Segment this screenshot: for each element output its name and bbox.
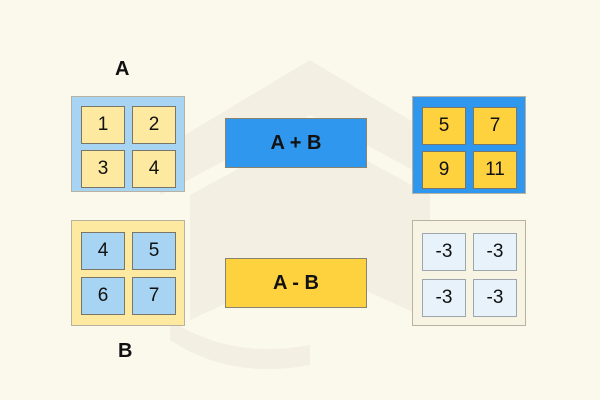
sum-matrix-cell: 7: [473, 107, 517, 145]
matrix-a-cell: 3: [81, 150, 125, 188]
difference-matrix-cell: -3: [473, 233, 517, 271]
sum-matrix-cell: 11: [473, 151, 517, 189]
matrix-a-cell: 1: [81, 106, 125, 144]
matrix-a: 1 2 3 4: [71, 96, 185, 192]
sum-matrix-cell: 5: [422, 107, 466, 145]
difference-matrix-cell: -3: [473, 279, 517, 317]
difference-matrix-cell: -3: [422, 233, 466, 271]
matrix-b-cell: 4: [81, 232, 125, 270]
matrix-b: 4 5 6 7: [71, 220, 185, 326]
matrix-a-cell: 2: [132, 106, 176, 144]
matrix-b-cell: 6: [81, 277, 125, 315]
matrix-a-label: A: [115, 58, 130, 80]
difference-matrix-cell: -3: [422, 279, 466, 317]
matrix-b-cell: 7: [132, 277, 176, 315]
addition-operation-box: A + B: [225, 118, 367, 168]
matrix-b-label: B: [118, 340, 133, 362]
sum-matrix-cell: 9: [422, 151, 466, 189]
sum-matrix: 5 7 9 11: [412, 96, 526, 194]
subtraction-operation-box: A - B: [225, 258, 367, 308]
difference-matrix: -3 -3 -3 -3: [412, 220, 526, 326]
watermark-logo-icon: [160, 60, 460, 370]
matrix-b-cell: 5: [132, 232, 176, 270]
matrix-a-cell: 4: [132, 150, 176, 188]
